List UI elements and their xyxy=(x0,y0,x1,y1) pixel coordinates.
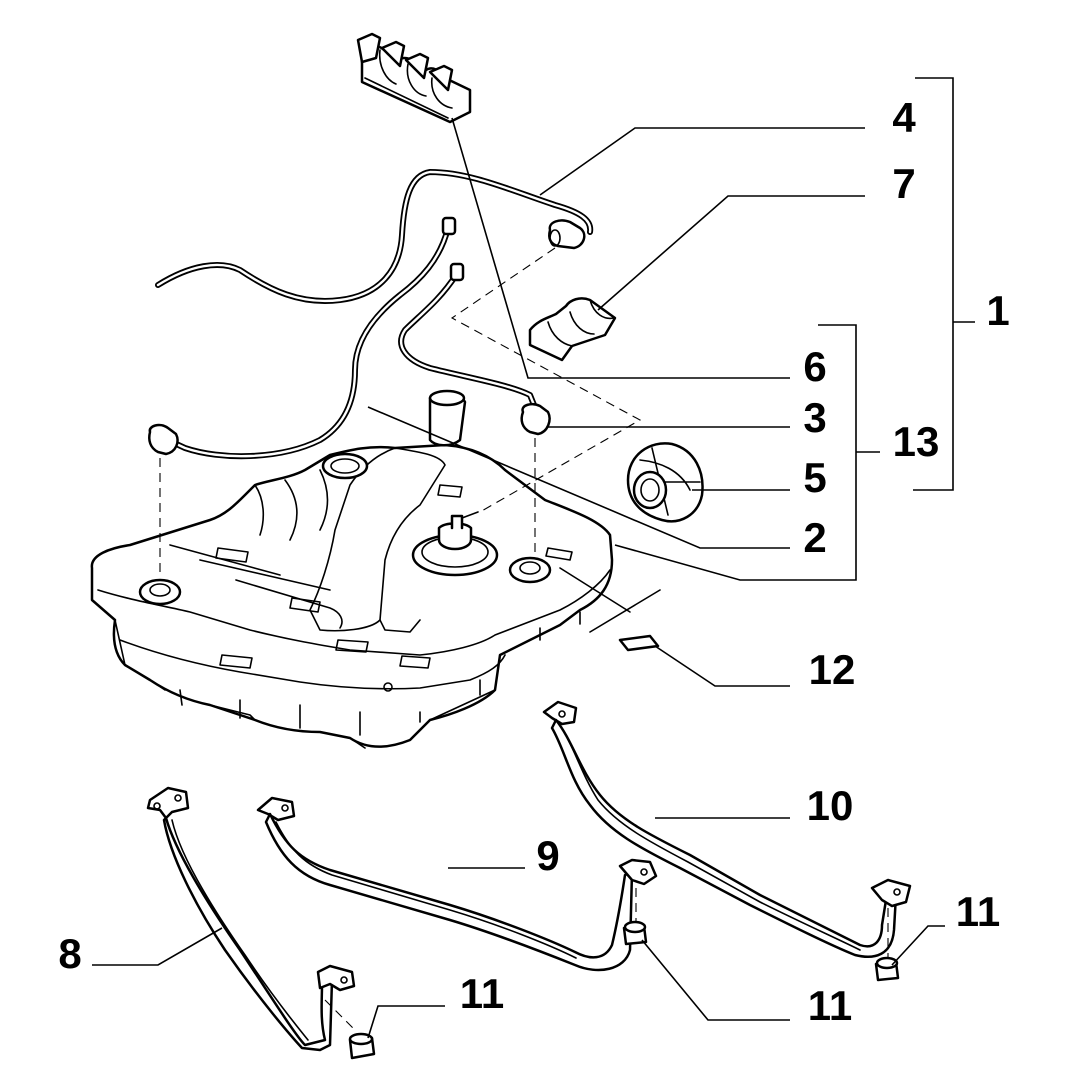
callouts: 1 2 3 4 5 6 7 8 9 10 11 11 11 12 13 xyxy=(58,94,1009,1029)
fuel-pipes xyxy=(148,169,594,460)
callout-11-right: 11 xyxy=(956,888,1000,935)
callout-4: 4 xyxy=(892,94,916,141)
strap-9 xyxy=(256,796,658,972)
callout-11-middle: 11 xyxy=(808,982,852,1029)
callout-8: 8 xyxy=(58,930,81,977)
leader-lines xyxy=(92,77,975,1039)
sender-cover xyxy=(626,442,704,523)
fuel-tank xyxy=(90,389,614,749)
callout-3: 3 xyxy=(803,394,826,441)
label-plate xyxy=(618,634,660,652)
strap-10 xyxy=(542,700,912,958)
pipe-clip-holder xyxy=(356,32,472,124)
bushings xyxy=(348,920,900,1060)
callout-13: 13 xyxy=(893,418,940,465)
strap-8 xyxy=(146,786,356,1052)
callout-2: 2 xyxy=(803,514,826,561)
assembly-guides xyxy=(159,247,889,1031)
callout-5: 5 xyxy=(803,454,826,501)
callout-10: 10 xyxy=(807,782,854,829)
callout-6: 6 xyxy=(803,343,826,390)
callout-11-left: 11 xyxy=(460,970,504,1017)
callout-12: 12 xyxy=(809,646,856,693)
pipe-clip xyxy=(528,297,617,362)
callout-1: 1 xyxy=(986,287,1009,334)
callout-9: 9 xyxy=(536,832,559,879)
callout-7: 7 xyxy=(892,160,915,207)
